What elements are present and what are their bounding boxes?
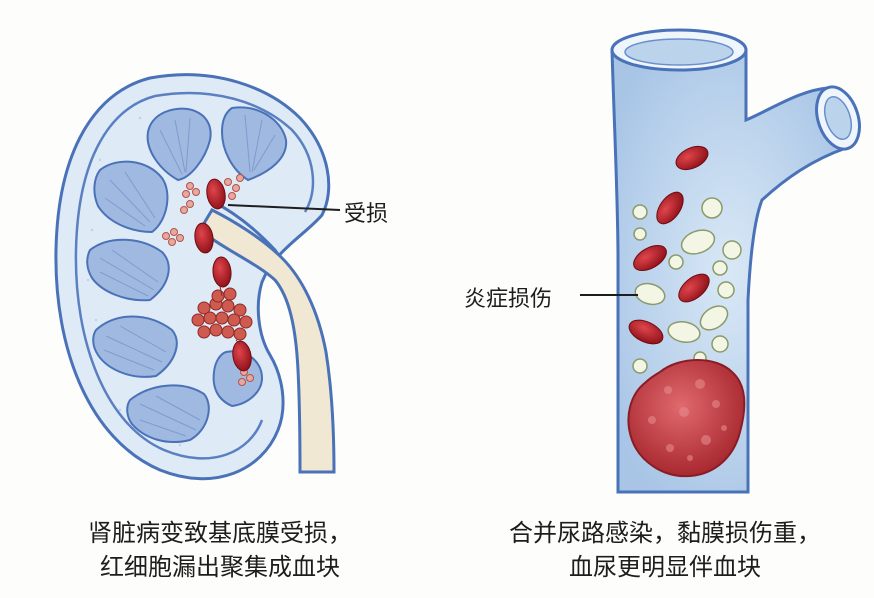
vessel-caption-line2: 血尿更明显伴血块 — [569, 553, 761, 581]
kidney-caption-line1: 肾脏病变致基底膜受损， — [88, 519, 352, 547]
aggregated-cell-clot — [191, 287, 253, 341]
white-blood-cell — [699, 305, 729, 331]
white-blood-cell — [633, 227, 647, 241]
white-blood-cell — [668, 254, 684, 270]
pyramid — [220, 106, 288, 182]
white-blood-cell — [632, 204, 648, 220]
white-blood-cell — [632, 358, 648, 374]
red-blood-cell — [212, 256, 232, 288]
white-blood-cell — [701, 197, 723, 219]
white-blood-cell — [667, 321, 701, 343]
white-blood-cell — [634, 282, 666, 306]
kidney-cortex-line-upper — [154, 91, 315, 213]
red-blood-cell — [633, 245, 667, 271]
pyramid — [86, 238, 170, 302]
kidney-cortex-line — [74, 94, 264, 460]
damage-label: 受损 — [344, 202, 389, 227]
kidney-caption-line2: 红细胞漏出聚集成血块 — [100, 553, 340, 581]
red-blood-cell — [232, 340, 252, 372]
red-blood-cell — [206, 178, 226, 210]
vessel-caption: 合并尿路感染，黏膜损伤重， 血尿更明显伴血块 — [482, 516, 848, 584]
white-blood-cell — [722, 240, 742, 260]
inflammation-label: 炎症损伤 — [464, 287, 553, 312]
red-blood-cells — [194, 178, 252, 372]
kidney-illustration — [54, 73, 341, 481]
red-blood-cell — [678, 273, 710, 303]
pyramid — [146, 107, 212, 182]
leaked-cell-clusters — [162, 174, 254, 386]
vessel-top-lumen — [624, 38, 734, 66]
white-blood-cell — [717, 281, 735, 299]
white-blood-cell — [711, 335, 729, 353]
kidney-caption: 肾脏病变致基底膜受损， 红细胞漏出聚集成血块 — [50, 516, 390, 584]
damage-callout-line — [227, 204, 341, 211]
clot-texture — [648, 379, 727, 461]
vessel-illustration — [580, 28, 861, 494]
red-blood-cell — [656, 191, 684, 225]
renal-pyramids — [86, 106, 288, 444]
vessel-white-cells — [632, 197, 742, 374]
blood-clot — [627, 359, 746, 478]
pyramid — [92, 315, 178, 378]
white-blood-cell — [712, 260, 728, 276]
pyramid-striations — [99, 114, 276, 437]
red-blood-cell — [194, 222, 214, 254]
white-blood-cell — [680, 229, 716, 255]
cell-tracks — [219, 285, 241, 345]
pyramid — [126, 384, 210, 444]
pyramid — [93, 160, 169, 234]
ureter — [198, 208, 336, 474]
vessel-caption-line1: 合并尿路感染，黏膜损伤重， — [509, 519, 821, 547]
vessel-red-cells — [628, 145, 710, 345]
red-blood-cell — [628, 319, 664, 345]
branch-lumen — [823, 96, 853, 140]
red-blood-cell — [675, 145, 709, 171]
